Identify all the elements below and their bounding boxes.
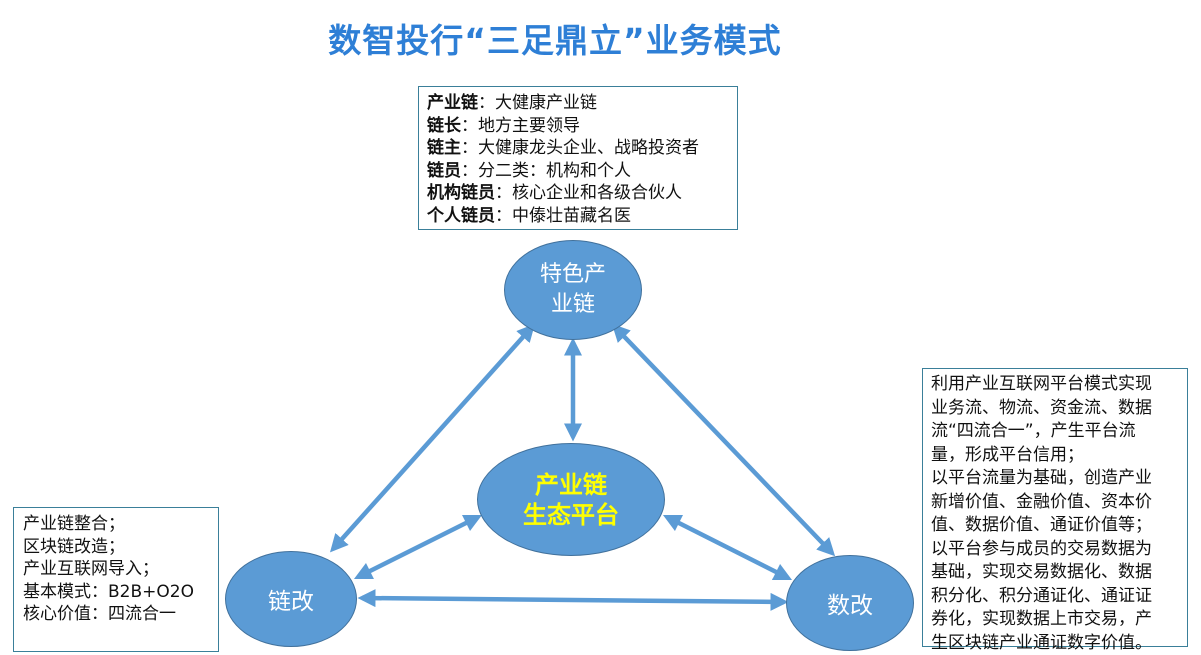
node-center-line1: 产业链 xyxy=(523,470,619,500)
node-chain-reform: 链改 xyxy=(225,551,357,647)
node-right-label: 数改 xyxy=(827,586,873,620)
right-line-5: 以平台流量为基础，创造产业 xyxy=(931,467,1179,491)
top-line-2: 链长：地方主要领导 xyxy=(427,115,729,138)
node-top-line2: 业链 xyxy=(540,290,606,320)
arrow-center-left xyxy=(358,517,478,577)
node-digital-reform: 数改 xyxy=(786,555,914,651)
right-line-8: 以平台参与成员的交易数据为 xyxy=(931,538,1179,562)
right-line-2: 业务流、物流、资金流、数据 xyxy=(931,397,1179,421)
top-info-box: 产业链：大健康产业链 链长：地方主要领导 链主：大健康龙头企业、战略投资者 链员… xyxy=(418,86,738,230)
node-featured-industry-chain: 特色产 业链 xyxy=(504,240,642,340)
right-info-box: 利用产业互联网平台模式实现 业务流、物流、资金流、数据 流“四流合一”，产生平台… xyxy=(922,368,1188,647)
left-line-2: 区块链改造； xyxy=(23,536,209,559)
right-line-10: 积分化、积分通证化、通证证 xyxy=(931,585,1179,609)
right-line-1: 利用产业互联网平台模式实现 xyxy=(931,373,1179,397)
right-line-4: 量，形成平台信用； xyxy=(931,444,1179,468)
node-ecosystem-platform: 产业链 生态平台 xyxy=(477,443,665,556)
right-line-9: 基础，实现交易数据化、数据 xyxy=(931,561,1179,585)
top-line-5: 机构链员：核心企业和各级合伙人 xyxy=(427,182,729,205)
top-line-3: 链主：大健康龙头企业、战略投资者 xyxy=(427,137,729,160)
left-info-box: 产业链整合； 区块链改造； 产业互联网导入； 基本模式：B2B+O2O 核心价值… xyxy=(13,507,219,652)
top-line-6: 个人链员：中傣壮苗藏名医 xyxy=(427,205,729,228)
top-line-1: 产业链：大健康产业链 xyxy=(427,92,729,115)
left-line-1: 产业链整合； xyxy=(23,513,209,536)
left-line-5: 核心价值：四流合一 xyxy=(23,603,209,626)
right-line-7: 值、数据价值、通证价值等； xyxy=(931,514,1179,538)
arrow-left-right xyxy=(362,598,784,602)
node-top-line1: 特色产 xyxy=(540,260,606,290)
right-line-11: 券化，实现数据上市交易，产 xyxy=(931,608,1179,632)
left-line-4: 基本模式：B2B+O2O xyxy=(23,581,209,604)
top-line-4: 链员：分二类：机构和个人 xyxy=(427,160,729,183)
left-line-3: 产业互联网导入； xyxy=(23,558,209,581)
right-line-6: 新增价值、金融价值、资本价 xyxy=(931,491,1179,515)
node-center-line2: 生态平台 xyxy=(523,500,619,530)
right-line-12: 生区块链产业通证数字价值。 xyxy=(931,632,1179,655)
arrow-center-right xyxy=(667,517,788,578)
node-left-label: 链改 xyxy=(268,582,314,616)
right-line-3: 流“四流合一”，产生平台流 xyxy=(931,420,1179,444)
